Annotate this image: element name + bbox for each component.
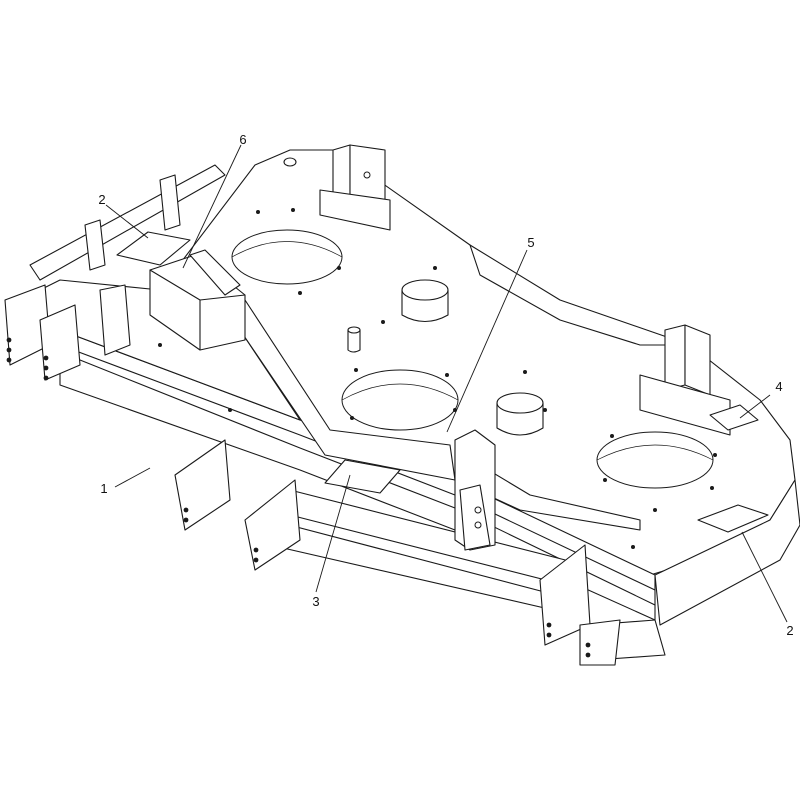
right-spindle-opening <box>596 431 714 489</box>
mounting-holes <box>158 208 717 549</box>
left-spindle-opening <box>231 229 343 285</box>
callout-1: 1 <box>100 481 107 496</box>
decal-3 <box>324 459 401 494</box>
upright-brackets <box>4 144 731 666</box>
decal-2-right <box>697 504 769 533</box>
callout-2-left: 2 <box>98 192 105 207</box>
center-spindle-opening <box>341 369 459 431</box>
leader-lines <box>105 144 788 623</box>
callout-4: 4 <box>775 379 782 394</box>
spindle-bosses <box>283 157 544 436</box>
decals <box>116 231 769 533</box>
spindle-openings <box>231 229 714 489</box>
callout-2-right: 2 <box>786 623 793 638</box>
decal-2-left <box>116 231 191 266</box>
callout-5: 5 <box>527 235 534 250</box>
callout-3: 3 <box>312 594 319 609</box>
callout-6: 6 <box>239 132 246 147</box>
decal-4 <box>709 404 759 431</box>
callout-labels: 1 2 2 3 4 5 6 <box>98 132 793 638</box>
left-rear-block <box>149 249 246 351</box>
